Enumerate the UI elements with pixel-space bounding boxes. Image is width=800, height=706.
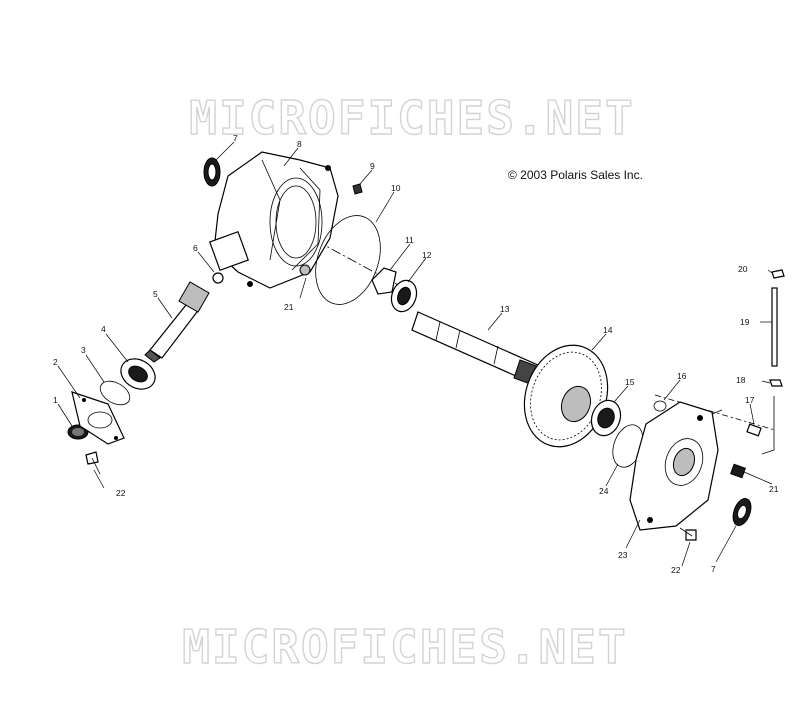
callout-2: 2 xyxy=(53,357,58,367)
part-7-seal-bottom xyxy=(732,498,752,526)
callout-11: 11 xyxy=(405,235,414,245)
callout-6: 6 xyxy=(193,243,198,253)
part-7-seal-top xyxy=(203,157,221,187)
callout-3: 3 xyxy=(81,345,86,355)
callout-18: 18 xyxy=(736,375,746,385)
leader-lines xyxy=(57,141,773,567)
callout-17: 17 xyxy=(745,395,755,405)
part-11-shim xyxy=(371,267,397,295)
callout-8: 8 xyxy=(297,139,302,149)
part-18-clip xyxy=(769,379,783,387)
callout-23: 23 xyxy=(618,550,628,560)
callout-7-bottom: 7 xyxy=(711,564,716,574)
part-12-bearing xyxy=(390,279,418,313)
callout-labels: 1 2 3 4 5 6 7 8 9 10 11 12 13 14 15 16 1… xyxy=(53,133,779,575)
part-13-output-shaft xyxy=(411,311,543,387)
callout-14: 14 xyxy=(603,325,613,335)
watermark-top: MICROFICHES.NET xyxy=(189,91,634,145)
callout-12: 12 xyxy=(422,250,432,260)
callout-4: 4 xyxy=(101,324,106,334)
part-6-nut xyxy=(212,272,224,284)
part-4-bearing xyxy=(120,358,156,390)
callout-21-lower: 21 xyxy=(769,484,779,494)
part-15-bearing xyxy=(590,399,622,437)
callout-1: 1 xyxy=(53,395,58,405)
callout-10: 10 xyxy=(391,183,401,193)
callout-9: 9 xyxy=(370,161,375,171)
watermark-bottom: MICROFICHES.NET xyxy=(182,620,627,674)
callout-22-left: 22 xyxy=(116,488,126,498)
part-10-o-ring xyxy=(315,215,381,305)
part-22-bolt-right xyxy=(679,527,697,541)
callout-15: 15 xyxy=(625,377,635,387)
callout-21-upper: 21 xyxy=(284,302,294,312)
bracket-line xyxy=(711,396,775,455)
part-2-cover-plate xyxy=(71,391,125,445)
part-3-o-ring xyxy=(99,380,131,406)
part-20-clip xyxy=(771,269,785,279)
part-8-housing xyxy=(209,151,339,289)
copyright-text: © 2003 Polaris Sales Inc. xyxy=(508,168,643,182)
part-23-cover xyxy=(629,401,719,531)
callout-5: 5 xyxy=(153,289,158,299)
part-22-bolt-left xyxy=(85,451,101,475)
part-17-dowel xyxy=(746,423,762,437)
part-14-ring-gear xyxy=(523,344,609,448)
callout-20: 20 xyxy=(738,264,748,274)
callout-16: 16 xyxy=(677,371,687,381)
callout-19: 19 xyxy=(740,317,750,327)
part-21-plug-upper xyxy=(299,264,311,276)
callout-22-right: 22 xyxy=(671,565,681,575)
part-16-o-ring xyxy=(653,400,667,412)
part-9-fitting xyxy=(352,183,363,195)
part-19-rod xyxy=(771,287,778,367)
callout-7-top: 7 xyxy=(233,133,238,143)
part-5-pinion-shaft xyxy=(144,281,210,363)
part-21-plug-lower xyxy=(730,463,746,479)
callout-13: 13 xyxy=(500,304,510,314)
callout-24: 24 xyxy=(599,486,609,496)
